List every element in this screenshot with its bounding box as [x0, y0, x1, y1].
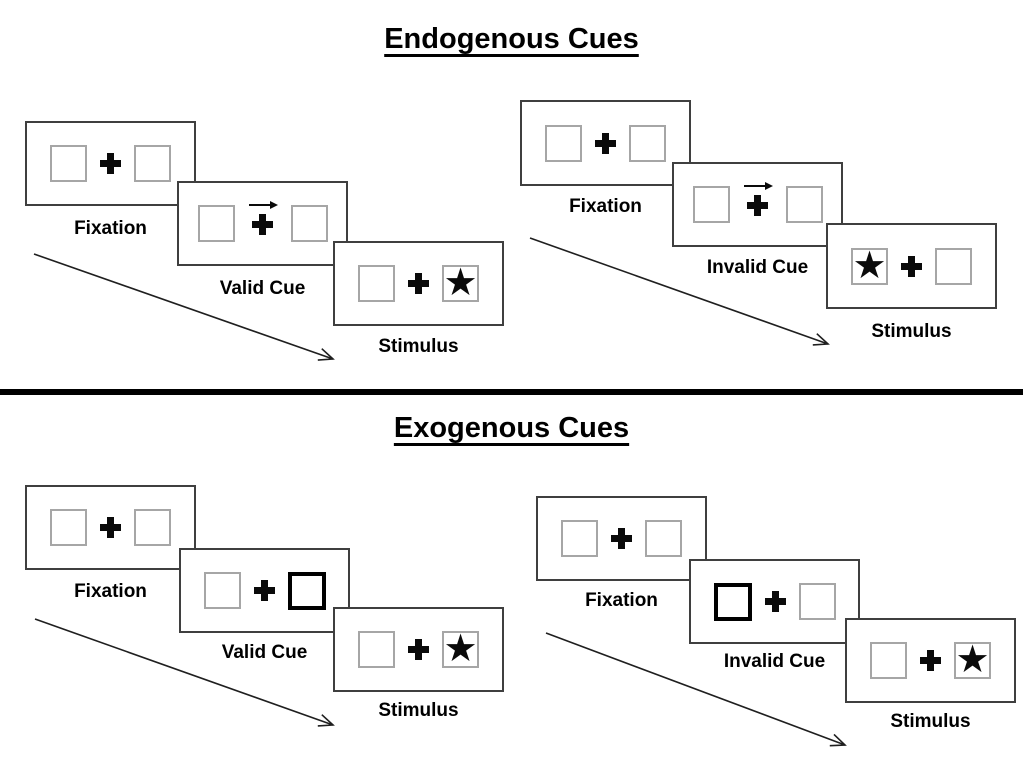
left-placeholder-box	[561, 520, 598, 557]
left-placeholder-box	[50, 145, 87, 182]
left-placeholder-box	[545, 124, 582, 162]
stimulus-screen: ★	[826, 223, 997, 309]
screen-label: Stimulus	[871, 321, 952, 342]
time-arrow-endogenous-invalid	[529, 237, 828, 344]
left-placeholder-box	[203, 572, 241, 609]
screen-label: Stimulus	[378, 336, 459, 357]
fixation-cross-icon	[920, 650, 941, 671]
target-star-icon: ★	[443, 626, 478, 670]
cue-arrow-right-icon	[248, 200, 278, 209]
left-placeholder-box	[870, 642, 907, 679]
screen-label: Fixation	[585, 590, 658, 611]
valid-cue-screen	[179, 548, 350, 633]
fixation-cross-icon	[100, 153, 121, 174]
target-star-icon: ★	[955, 637, 990, 681]
fixation-screen	[25, 485, 196, 570]
stimulus-screen: ★	[333, 241, 504, 326]
screen-label: Valid Cue	[221, 642, 308, 663]
highlighted-cue-box-right	[287, 571, 326, 610]
right-placeholder-box	[629, 124, 666, 162]
fixation-cross-icon	[764, 591, 786, 612]
screen-label: Stimulus	[890, 711, 971, 732]
cue-arrow-right-icon	[743, 181, 773, 190]
highlighted-cue-box-left	[713, 582, 752, 621]
right-placeholder-box	[785, 186, 823, 223]
section-title-endogenous: Endogenous Cues	[384, 23, 639, 55]
valid-cue-screen	[177, 181, 348, 266]
screen-label: Fixation	[569, 196, 642, 217]
fixation-cross-icon	[253, 580, 275, 601]
fixation-cross-icon	[611, 528, 632, 549]
left-placeholder-box	[50, 509, 87, 546]
fixation-cross-icon	[252, 213, 273, 235]
fixation-screen	[25, 121, 196, 206]
screen-label: Invalid Cue	[706, 257, 809, 278]
invalid-cue-screen	[672, 162, 843, 247]
right-placeholder-box	[134, 509, 171, 546]
screen-label: Fixation	[74, 581, 147, 602]
screen-label: Valid Cue	[219, 278, 306, 299]
fixation-cross-icon	[595, 132, 616, 154]
right-target-box: ★	[442, 626, 479, 670]
screen-label: Fixation	[74, 218, 147, 239]
left-placeholder-box	[197, 205, 235, 242]
right-placeholder-box	[798, 583, 836, 620]
right-target-box: ★	[442, 260, 479, 304]
right-target-box: ★	[954, 637, 991, 681]
stimulus-screen: ★	[845, 618, 1016, 703]
screen-label: Invalid Cue	[723, 651, 826, 672]
target-star-icon: ★	[852, 242, 887, 287]
stimulus-screen: ★	[333, 607, 504, 692]
left-target-box: ★	[851, 242, 888, 287]
right-placeholder-box	[134, 145, 171, 182]
fixation-cross-icon	[100, 517, 121, 538]
right-placeholder-box	[645, 520, 682, 557]
left-placeholder-box	[692, 186, 730, 223]
section-divider	[0, 389, 1023, 395]
screen-label: Stimulus	[378, 700, 459, 721]
time-arrow-exogenous-invalid	[545, 632, 845, 745]
section-title-exogenous: Exogenous Cues	[393, 412, 630, 444]
target-star-icon: ★	[443, 260, 478, 304]
fixation-cross-icon	[901, 255, 922, 277]
fixation-cross-icon	[747, 194, 768, 216]
fixation-screen	[520, 100, 691, 186]
invalid-cue-screen	[689, 559, 860, 644]
time-arrow-exogenous-valid	[34, 618, 333, 725]
time-arrow-endogenous-valid	[33, 253, 333, 359]
right-placeholder-box	[290, 205, 328, 242]
right-placeholder-box	[935, 247, 972, 285]
left-placeholder-box	[358, 265, 395, 302]
fixation-cross-icon	[408, 273, 429, 294]
fixation-cross-icon	[408, 639, 429, 660]
left-placeholder-box	[358, 631, 395, 668]
fixation-screen	[536, 496, 707, 581]
